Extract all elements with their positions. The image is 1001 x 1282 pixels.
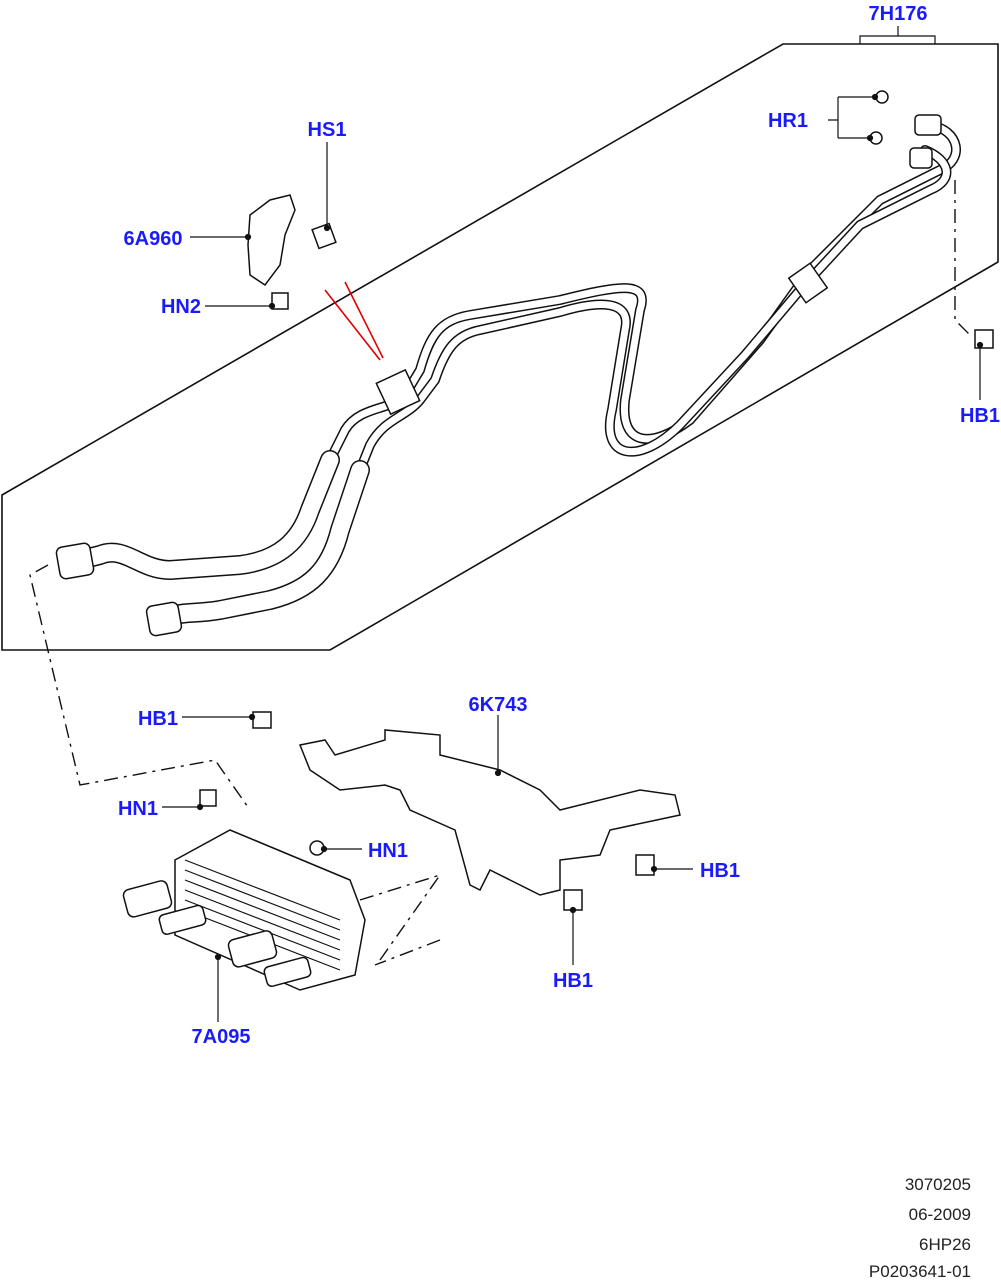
transmission-model: 6HP26 bbox=[919, 1235, 971, 1254]
drawing-number: 3070205 bbox=[904, 1175, 971, 1194]
alignment-line-bracket bbox=[359, 873, 442, 966]
fastener-hb1-mid bbox=[635, 854, 655, 876]
callout-hb1-upper: HB1 bbox=[138, 708, 178, 730]
alignment-line-left bbox=[29, 564, 251, 811]
oil-cooler-7a095 bbox=[122, 829, 366, 991]
red-indicator-lines bbox=[324, 281, 384, 361]
callout-6k743: 6K743 bbox=[469, 694, 528, 716]
drawing-date: 06-2009 bbox=[908, 1205, 971, 1224]
bracket-6a960 bbox=[247, 194, 296, 287]
callout-7h176: 7H176 bbox=[869, 3, 928, 25]
callout-hr1: HR1 bbox=[768, 110, 808, 132]
bracket-6k743 bbox=[298, 729, 681, 896]
callout-hb1-right: HB1 bbox=[960, 405, 1000, 427]
fastener-hb1-upper bbox=[252, 711, 272, 729]
fastener-hs1 bbox=[311, 222, 337, 250]
assembly-frame bbox=[1, 43, 999, 651]
callout-hn1-left: HN1 bbox=[118, 798, 158, 820]
fastener-hn2 bbox=[271, 292, 289, 310]
cooler-pipes bbox=[55, 114, 961, 637]
callout-7a095: 7A095 bbox=[192, 1026, 251, 1048]
leader-lines bbox=[162, 93, 984, 1022]
assembly-bracket-leader bbox=[859, 26, 936, 44]
callout-hb1-mid: HB1 bbox=[700, 860, 740, 882]
callout-6a960: 6A960 bbox=[124, 228, 183, 250]
illustration-id: P0203641-01 bbox=[868, 1262, 971, 1281]
alignment-line-right bbox=[954, 180, 971, 336]
callout-hn1-right: HN1 bbox=[368, 840, 408, 862]
callout-hn2: HN2 bbox=[161, 296, 201, 318]
callout-hs1: HS1 bbox=[308, 119, 347, 141]
callout-hb1-bottom: HB1 bbox=[553, 970, 593, 992]
fastener-hn1-left bbox=[199, 789, 217, 807]
